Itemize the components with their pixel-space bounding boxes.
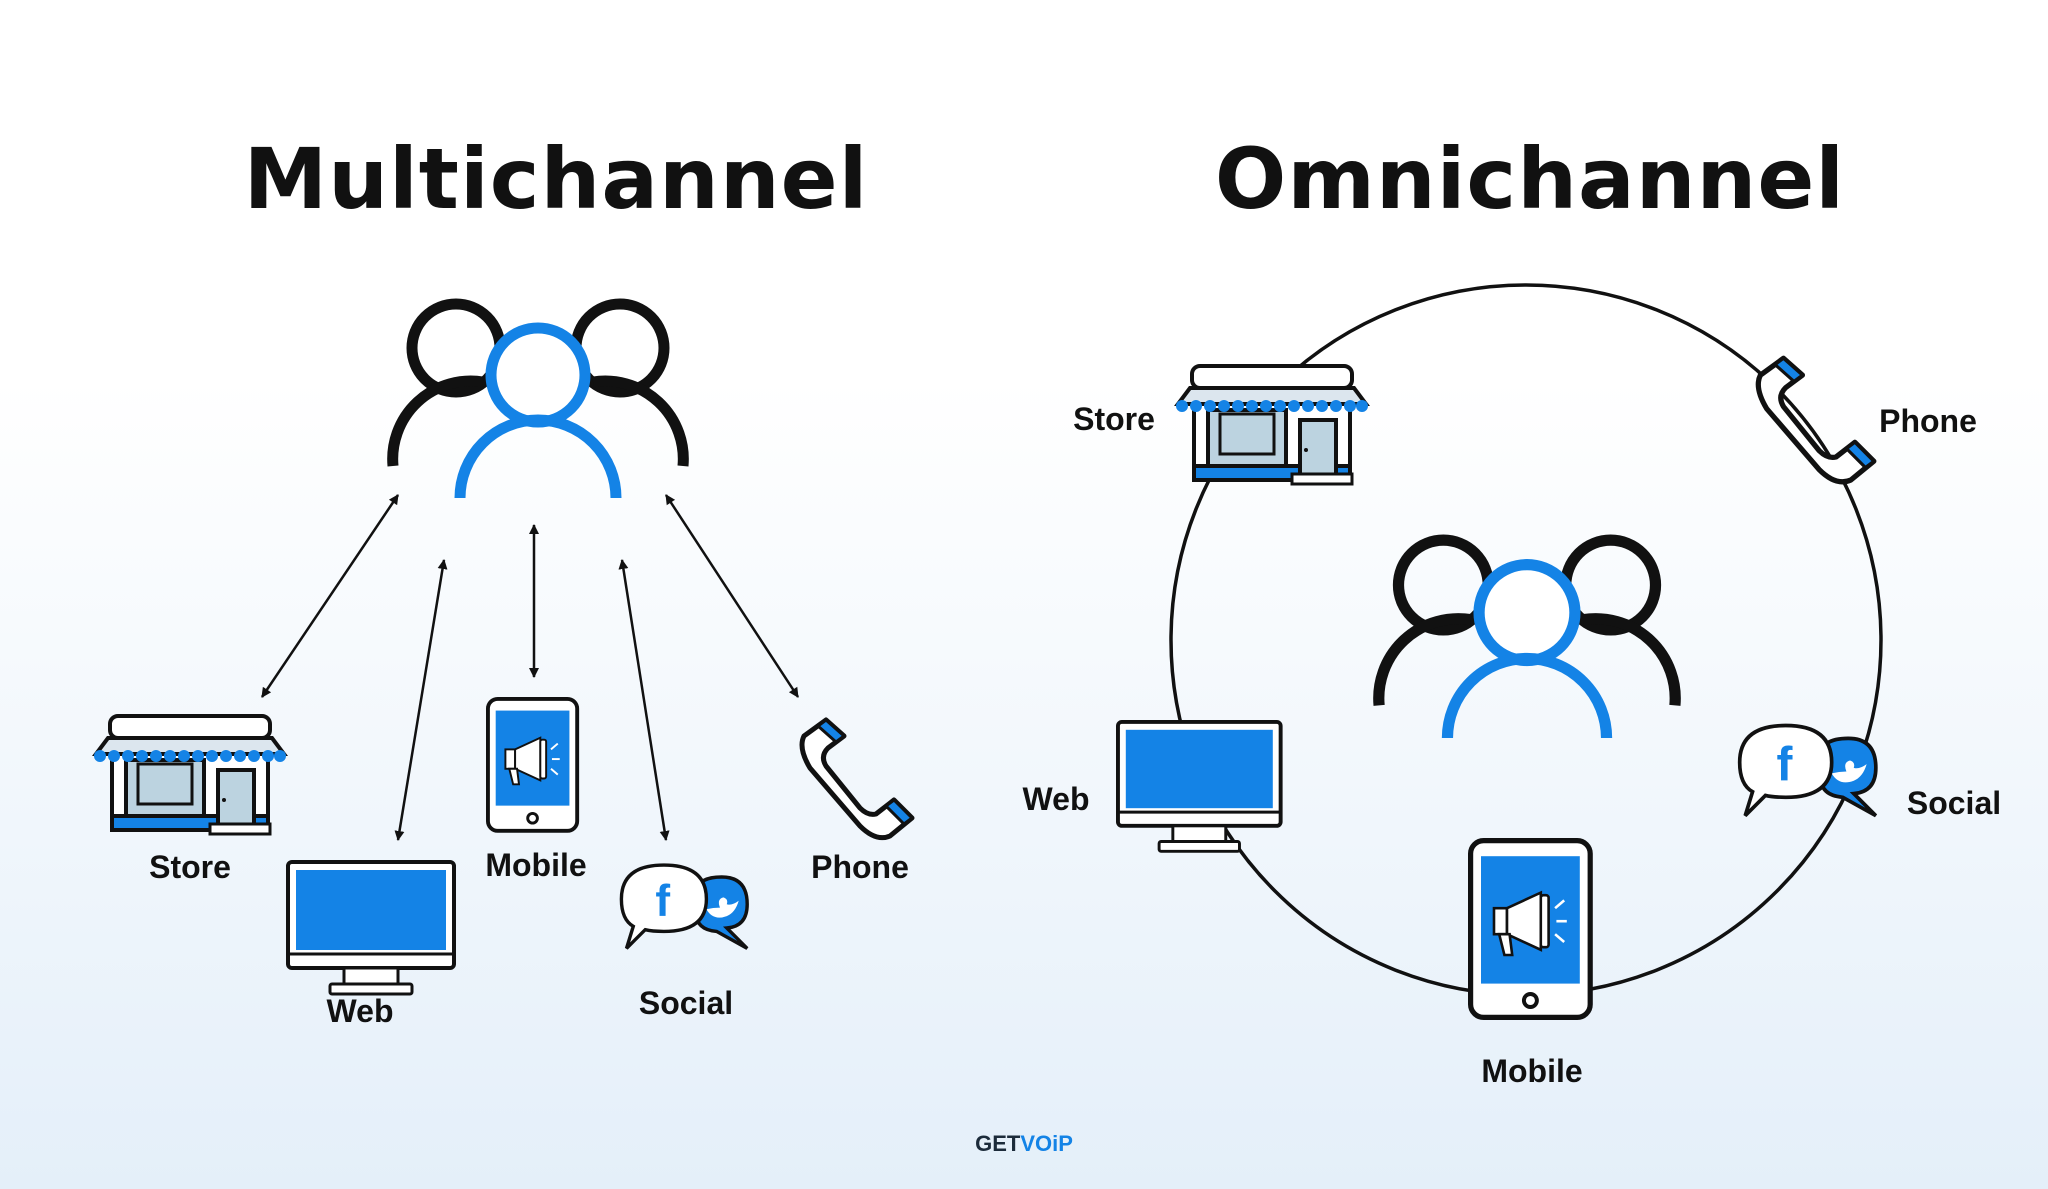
label-web: Web (1023, 781, 1090, 817)
label-web: Web (327, 993, 394, 1029)
label-social: Social (639, 985, 733, 1021)
social-bubbles-icon (1737, 723, 1878, 818)
arrow-social (618, 559, 670, 841)
label-mobile: Mobile (485, 847, 586, 883)
arrow-store (260, 494, 400, 698)
users-icon (1379, 540, 1675, 738)
label-mobile: Mobile (1481, 1053, 1582, 1089)
multichannel-title: Multichannel (244, 130, 869, 228)
mobile-icon (1471, 841, 1591, 1018)
label-social: Social (1907, 785, 2001, 821)
logo-get: GET (975, 1131, 1021, 1156)
monitor-icon (1115, 720, 1283, 854)
label-phone: Phone (811, 849, 909, 885)
phone-icon (1758, 358, 1874, 482)
mobile-icon (486, 697, 580, 833)
label-phone: Phone (1879, 403, 1977, 439)
store-icon (1174, 364, 1370, 486)
label-store: Store (149, 849, 231, 885)
social-bubbles-icon (619, 863, 749, 951)
monitor-icon (286, 860, 456, 996)
svg-text:GETVOiP: GETVOiP (975, 1131, 1073, 1156)
arrow-phone (664, 494, 800, 698)
logo-voip: VOiP (1020, 1131, 1073, 1156)
arrow-web (394, 559, 448, 841)
users-icon (393, 304, 684, 498)
getvoip-logo: GETVOiP (975, 1131, 1073, 1156)
multichannel-section: Store Web Mobile Social Phone (92, 304, 912, 1029)
label-store: Store (1073, 401, 1155, 437)
omnichannel-section: Store Phone Web Social Mobile (1023, 283, 2001, 1089)
store-icon (92, 714, 288, 836)
phone-icon (802, 720, 912, 838)
omnichannel-title: Omnichannel (1215, 130, 1845, 228)
